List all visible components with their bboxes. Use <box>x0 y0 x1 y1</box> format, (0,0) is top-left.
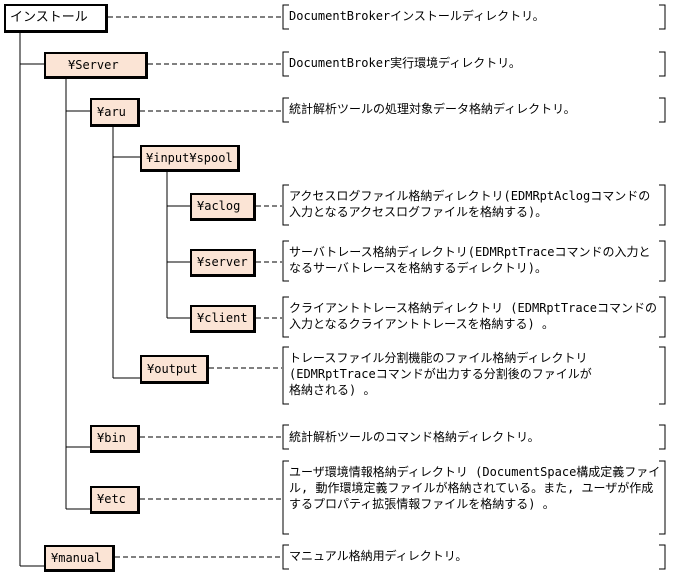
bracket-server-dir <box>282 240 666 282</box>
desc-manual: マニュアル格納用ディレクトリ。 <box>289 549 468 563</box>
node-root: インストール <box>4 4 108 33</box>
node-etc: ¥etc <box>90 486 140 514</box>
desc-server: DocumentBroker実行環境ディレクトリ。 <box>289 56 521 70</box>
node-bin: ¥bin <box>90 425 140 453</box>
desc-bin: 統計解析ツールのコマンド格納ディレクトリ。 <box>289 430 540 444</box>
bracket-aru <box>282 97 666 123</box>
bracket-client <box>282 296 666 338</box>
bracket-manual <box>282 544 666 570</box>
desc-server-dir: サーバトレース格納ディレクトリ(EDMRptTraceコマンドの入力となるサーバ… <box>289 245 651 275</box>
bracket-aclog <box>282 184 666 226</box>
desc-root: DocumentBrokerインストールディレクトリ。 <box>289 9 545 23</box>
node-server: ¥Server <box>44 52 148 79</box>
node-server-dir: ¥server <box>190 249 256 277</box>
bracket-root <box>282 4 666 30</box>
node-client: ¥client <box>190 305 256 333</box>
node-aru: ¥aru <box>90 98 140 127</box>
bracket-server <box>282 51 666 77</box>
node-aclog: ¥aclog <box>190 193 256 221</box>
bracket-etc <box>282 460 666 535</box>
bracket-bin <box>282 424 666 450</box>
desc-aru: 統計解析ツールの処理対象データ格納ディレクトリ。 <box>289 102 576 116</box>
node-output: ¥output <box>140 355 209 384</box>
desc-aclog: アクセスログファイル格納ディレクトリ(EDMRptAclogコマンドの入力となる… <box>289 189 651 219</box>
node-manual: ¥manual <box>44 545 115 572</box>
desc-client: クライアントトレース格納ディレクトリ (EDMRptTraceコマンドの入力とな… <box>289 301 658 331</box>
desc-etc: ユーザ環境情報格納ディレクトリ (DocumentSpace構成定義ファイル, … <box>289 465 661 511</box>
desc-output: トレースファイル分割機能のファイル格納ディレクトリ (EDMRptTraceコマ… <box>289 351 592 397</box>
node-input-spool: ¥input¥spool <box>140 145 240 172</box>
bracket-output <box>282 346 666 405</box>
